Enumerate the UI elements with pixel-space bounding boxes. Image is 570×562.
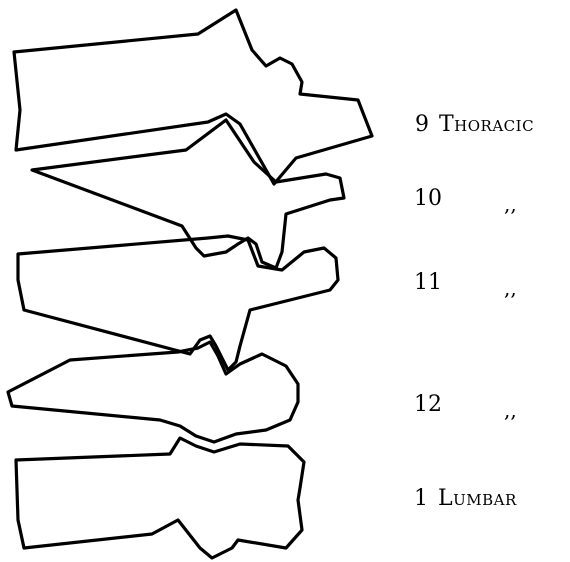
vertebra-thoracic-11-outline <box>18 236 338 370</box>
vertebra-number: 9 <box>415 114 429 136</box>
vertebra-number: 10 <box>414 188 442 210</box>
vertebra-thoracic-12-outline <box>8 342 298 442</box>
label-thoracic-12: 12,, <box>414 394 442 416</box>
vertebra-number: 1 <box>414 488 428 510</box>
label-thoracic-9: 9 Thoracic <box>415 114 534 136</box>
ditto-mark: ,, <box>504 400 517 420</box>
vertebra-number: 12 <box>414 394 442 416</box>
label-lumbar-1: 1 Lumbar <box>414 488 517 510</box>
label-thoracic-11: 11,, <box>414 272 442 294</box>
label-thoracic-10: 10,, <box>414 188 442 210</box>
vertebra-lumbar-1-outline <box>16 438 304 558</box>
ditto-mark: ,, <box>504 194 517 214</box>
vertebra-thoracic-9-outline <box>14 10 372 184</box>
vertebra-region-name: Lumbar <box>438 486 517 511</box>
vertebra-region-name: Thoracic <box>439 112 534 137</box>
ditto-mark: ,, <box>504 278 517 298</box>
vertebra-number: 11 <box>414 272 442 294</box>
